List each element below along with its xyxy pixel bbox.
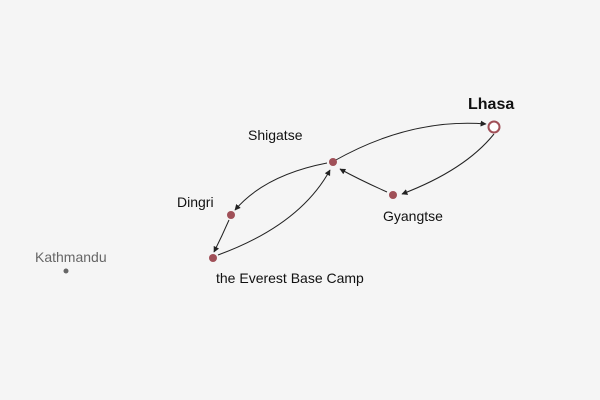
gyangtse-marker[interactable] bbox=[389, 191, 397, 199]
route-dingri-to-everest-base-camp bbox=[213, 219, 230, 253]
route-shigatse-to-dingri bbox=[234, 162, 328, 211]
dingri-label: Dingri bbox=[177, 194, 214, 210]
kathmandu-marker[interactable] bbox=[63, 268, 69, 274]
lhasa-label: Lhasa bbox=[468, 96, 514, 113]
shigatse-marker[interactable] bbox=[329, 158, 337, 166]
route-gyangtse-to-shigatse bbox=[339, 168, 388, 193]
route-shigatse-to-lhasa bbox=[333, 120, 487, 162]
lhasa-marker[interactable] bbox=[487, 120, 501, 134]
shigatse-label: Shigatse bbox=[248, 127, 303, 143]
dingri-marker[interactable] bbox=[227, 211, 235, 219]
kathmandu-label: Kathmandu bbox=[35, 249, 107, 265]
route-lhasa-to-gyangtse bbox=[401, 133, 495, 195]
everest-base-camp-marker[interactable] bbox=[209, 254, 217, 262]
route-everest-base-camp-to-shigatse bbox=[217, 169, 331, 256]
gyangtse-label: Gyangtse bbox=[383, 208, 443, 224]
everest-base-camp-label: the Everest Base Camp bbox=[216, 270, 364, 286]
